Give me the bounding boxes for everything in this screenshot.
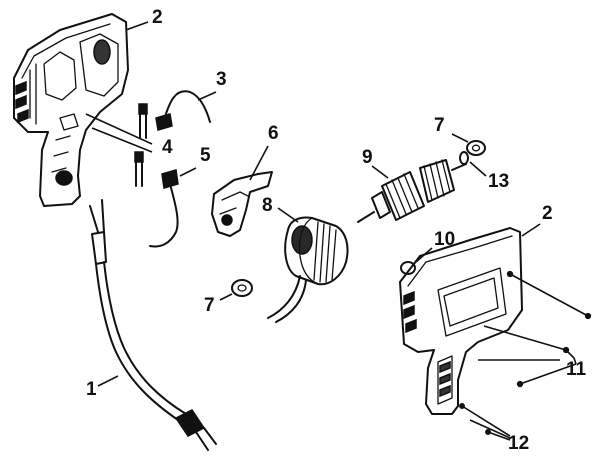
callout-screws-handle: 12 bbox=[508, 433, 530, 454]
housing-screws bbox=[478, 270, 592, 388]
callout-nameplate: 10 bbox=[434, 229, 456, 250]
handle-screws bbox=[459, 403, 511, 441]
trigger-switch bbox=[211, 145, 273, 237]
housing-leader bbox=[125, 21, 149, 31]
left-housing-half bbox=[13, 13, 129, 207]
callout-switch: 6 bbox=[268, 123, 279, 144]
callout-housing-left: 2 bbox=[152, 7, 163, 28]
washer bbox=[459, 151, 487, 177]
power-cord bbox=[89, 199, 217, 451]
callout-field: 8 bbox=[262, 195, 273, 216]
callout-lead-wire: 3 bbox=[216, 69, 227, 90]
nameplate bbox=[400, 247, 433, 275]
bearing-lower bbox=[219, 279, 253, 301]
lead-wire bbox=[155, 90, 217, 131]
brush-holders bbox=[85, 103, 153, 187]
field-assembly bbox=[267, 207, 349, 323]
callout-housing-right: 2 bbox=[542, 203, 553, 224]
callout-brush-holders: 4 bbox=[162, 137, 173, 158]
bearing-upper bbox=[451, 133, 486, 156]
right-housing-half bbox=[399, 223, 541, 415]
callout-washer: 13 bbox=[488, 171, 510, 192]
callout-armature: 9 bbox=[362, 147, 373, 168]
callout-lead-switch: 5 bbox=[200, 145, 211, 166]
callout-screws-housing: 11 bbox=[566, 359, 587, 380]
armature bbox=[357, 159, 467, 223]
callout-bearing-upper: 7 bbox=[434, 115, 445, 136]
callout-cord: 1 bbox=[86, 379, 97, 400]
callout-bearing-lower: 7 bbox=[204, 295, 215, 316]
switch-lead-wire bbox=[149, 167, 197, 248]
